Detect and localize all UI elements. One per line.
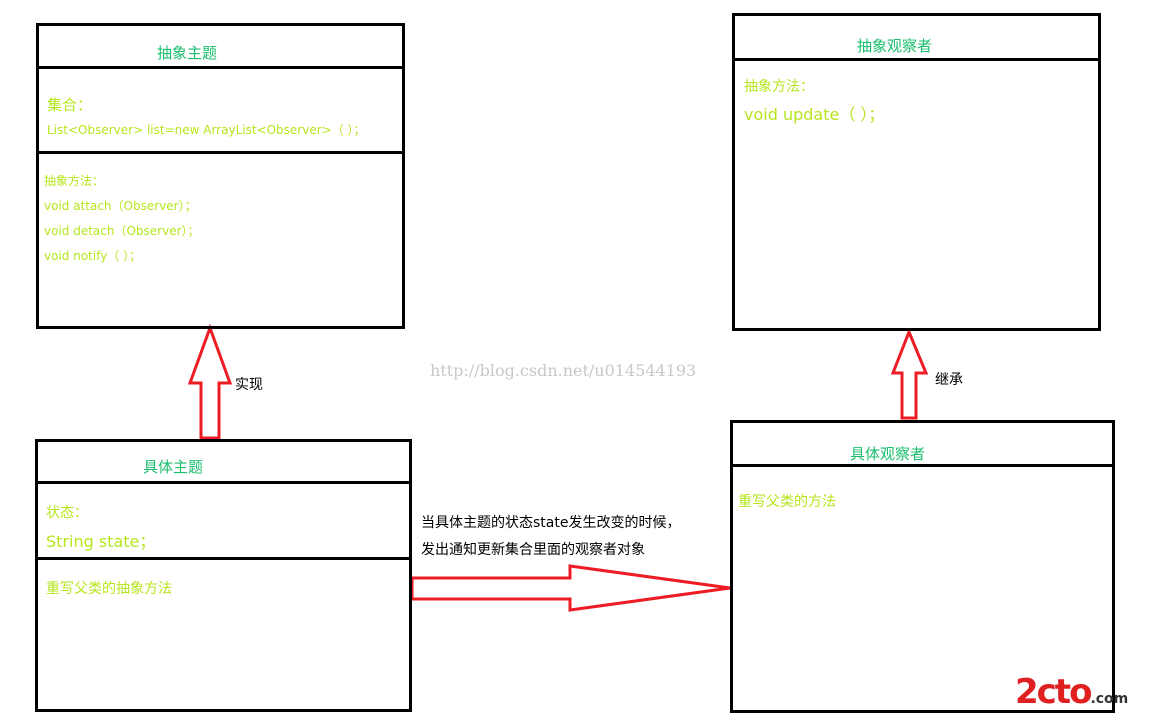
inherits-label: 继承 — [935, 372, 963, 388]
concrete-observer-title: 具体观察者 — [850, 445, 926, 463]
methods: 重写父类的方法 — [738, 494, 836, 510]
notify-arrow — [410, 564, 731, 612]
abstract-subject-title: 抽象主题 — [157, 44, 218, 62]
abstract-observer-title: 抽象观察者 — [857, 37, 933, 55]
methods-label: 抽象方法： — [44, 174, 105, 188]
methods-label: 抽象方法： — [744, 79, 814, 95]
abstract-subject-box: 抽象主题 集合： List<Observer> list=new ArrayLi… — [36, 23, 405, 329]
concrete-observer-box: 具体观察者 重写父类的方法 — [730, 420, 1115, 713]
field-label: 集合： — [47, 96, 93, 114]
method: void attach（Observer）； — [44, 199, 197, 213]
notify-label-2: 发出通知更新集合里面的观察者对象 — [421, 542, 645, 558]
field-label: 状态： — [46, 505, 88, 521]
inherits-arrow — [890, 327, 929, 420]
method: void update（ ）； — [744, 105, 885, 124]
implements-label: 实现 — [235, 377, 263, 393]
implements-arrow — [187, 323, 233, 440]
notify-label-1: 当具体主题的状态state发生改变的时候， — [421, 515, 681, 531]
methods: 重写父类的抽象方法 — [46, 581, 172, 597]
field: String state； — [46, 532, 156, 551]
concrete-subject-box: 具体主题 状态： String state； 重写父类的抽象方法 — [35, 439, 412, 712]
logo: 2cto.com — [1015, 672, 1129, 712]
concrete-subject-title: 具体主题 — [143, 458, 204, 476]
abstract-observer-box: 抽象观察者 抽象方法： void update（ ）； — [732, 13, 1101, 331]
method: void notify（ ）； — [44, 249, 142, 263]
field: List<Observer> list=new ArrayList<Observ… — [47, 123, 366, 137]
watermark: http://blog.csdn.net/u014544193 — [430, 361, 697, 380]
method: void detach（Observer）； — [44, 224, 200, 238]
